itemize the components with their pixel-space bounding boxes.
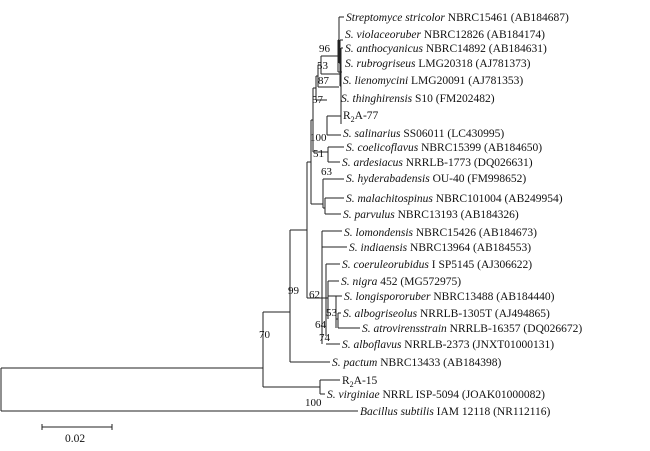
taxon-label-part: NRRLB-1305T (AJ494865) xyxy=(417,308,550,320)
bootstrap-value: 100 xyxy=(305,397,322,409)
taxon-label-part: A-77 xyxy=(355,110,379,122)
bootstrap-value: 53 xyxy=(326,307,338,319)
taxon-label-part: Streptomyce stricolor xyxy=(346,12,445,24)
taxon-label-part: S. hyderabadensis xyxy=(346,173,430,185)
bootstrap-value: 57 xyxy=(312,94,324,106)
taxon-label-part: S. longispororuber xyxy=(344,291,431,303)
bootstrap-value: 53 xyxy=(317,60,329,72)
taxon-label: R2A-77 xyxy=(343,110,379,124)
taxon-label-part: NRRLB-16357 (DQ026672) xyxy=(447,323,583,335)
bootstrap-value: 74 xyxy=(319,332,331,344)
taxon-label: S. atrovirensstrain NRRLB-16357 (DQ02667… xyxy=(362,323,582,335)
taxon-label-part: 2 xyxy=(351,115,355,124)
taxon-label-part: S. virginiae xyxy=(327,389,380,401)
taxon-label-part: NBRC15399 (AB184650) xyxy=(418,142,542,154)
taxon-label: S. parvulus NBRC13193 (AB184326) xyxy=(343,209,519,221)
taxon-label: Streptomyce stricolor NBRC15461 (AB18468… xyxy=(346,12,569,24)
taxon-label-part: SS06011 (LC430995) xyxy=(401,128,505,140)
taxon-label-part: S10 (FM202482) xyxy=(412,93,495,105)
bootstrap-value: 51 xyxy=(313,148,324,160)
scale-bar: 0.02 xyxy=(41,424,113,445)
taxon-label: Bacillus subtilis IAM 12118 (NR112116) xyxy=(360,406,551,418)
taxon-label-part: Bacillus subtilis xyxy=(360,406,434,418)
bootstrap-value: 64 xyxy=(315,319,327,331)
taxon-label-part: A-15 xyxy=(354,375,378,387)
taxon-label-part: S. parvulus xyxy=(343,209,395,221)
taxon-label: S. nigra 452 (MG572975) xyxy=(341,276,461,288)
taxon-label-part: S. albogriseolus xyxy=(343,308,418,320)
taxon-label-part: LMG20091 (AJ781353) xyxy=(408,75,523,87)
taxon-label-part: S. rubrogriseus xyxy=(345,58,416,70)
bootstrap-value: 99 xyxy=(288,285,300,297)
taxon-label-part: I SP5145 (AJ306622) xyxy=(429,259,532,271)
taxon-label-part: S. nigra xyxy=(341,276,378,288)
taxon-label-part: S. lomondensis xyxy=(344,227,414,239)
taxon-label-part: S. ardesiacus xyxy=(342,157,403,169)
taxon-label: S. hyderabadensis OU-40 (FM998652) xyxy=(346,173,526,185)
taxon-label: S. rubrogriseus LMG20318 (AJ781373) xyxy=(345,58,531,70)
taxon-label-part: NBRC13964 (AB184553) xyxy=(407,242,531,254)
taxon-labels: Streptomyce stricolor NBRC15461 (AB18468… xyxy=(327,12,582,418)
taxon-label-part: S. anthocyanicus xyxy=(345,43,423,55)
taxon-label: S. alboflavus NRRLB-2373 (JNXT01000131) xyxy=(342,339,554,351)
taxon-label: S. lienomycini LMG20091 (AJ781353) xyxy=(343,75,523,87)
bootstrap-value: 100 xyxy=(310,132,327,144)
taxon-label-part: IAM 12118 (NR112116) xyxy=(434,406,551,418)
taxon-label-part: S. indiaensis xyxy=(349,242,408,254)
taxon-label-part: NBRC15426 (AB184673) xyxy=(413,227,537,239)
taxon-label: S. albogriseolus NRRLB-1305T (AJ494865) xyxy=(343,308,550,320)
taxon-label: S. coelicoflavus NBRC15399 (AB184650) xyxy=(346,142,542,154)
taxon-label-part: S. pactum xyxy=(332,357,377,369)
bootstrap-value: 87 xyxy=(318,75,330,87)
taxon-label: S. salinarius SS06011 (LC430995) xyxy=(343,128,504,140)
taxon-label-part: NRRLB-1773 (DQ026631) xyxy=(403,157,533,169)
taxon-label: S. virginiae NRRL ISP-5094 (JOAK01000082… xyxy=(327,389,545,401)
taxon-label-part: NBRC101004 (AB249954) xyxy=(433,193,563,205)
taxon-label: S. thinghirensis S10 (FM202482) xyxy=(341,93,495,105)
taxon-label-part: S. alboflavus xyxy=(342,339,402,351)
bootstrap-value: 96 xyxy=(319,43,331,55)
taxon-label-part: NBRC14892 (AB184631) xyxy=(423,43,547,55)
bootstrap-value: 63 xyxy=(321,166,333,178)
taxon-label-part: S. coeruleorubidus xyxy=(342,259,429,271)
taxon-label-part: S. atrovirensstrain xyxy=(362,323,447,335)
taxon-label-part: NBRC13193 (AB184326) xyxy=(395,209,519,221)
taxon-label-part: S. malachitospinus xyxy=(346,193,433,205)
taxon-label-part: R xyxy=(342,375,350,387)
bootstrap-value: 70 xyxy=(259,329,271,341)
taxon-label: S. violaceoruber NBRC12826 (AB184174) xyxy=(345,29,545,41)
taxon-label: S. indiaensis NBRC13964 (AB184553) xyxy=(349,242,531,254)
taxon-label: R2A-15 xyxy=(342,375,378,389)
bootstrap-value: 62 xyxy=(309,289,320,301)
taxon-label-part: S. coelicoflavus xyxy=(346,142,419,154)
taxon-label-part: S. thinghirensis xyxy=(341,93,413,105)
taxon-label: S. lomondensis NBRC15426 (AB184673) xyxy=(344,227,537,239)
taxon-label-part: 452 (MG572975) xyxy=(377,276,461,288)
taxon-label: S. coeruleorubidus I SP5145 (AJ306622) xyxy=(342,259,532,271)
taxon-label-part: S. violaceoruber xyxy=(345,29,422,41)
taxon-label-part: R xyxy=(343,110,351,122)
taxon-label-part: NBRC12826 (AB184174) xyxy=(421,29,545,41)
taxon-label-part: 2 xyxy=(350,380,354,389)
tree-branches xyxy=(0,16,360,412)
taxon-label-part: OU-40 (FM998652) xyxy=(430,173,527,185)
taxon-label-part: S. lienomycini xyxy=(343,75,408,87)
taxon-label-part: S. salinarius xyxy=(343,128,401,140)
taxon-label-part: NRRLB-2373 (JNXT01000131) xyxy=(401,339,554,351)
taxon-label: S. pactum NBRC13433 (AB184398) xyxy=(332,357,501,369)
taxon-label: S. malachitospinus NBRC101004 (AB249954) xyxy=(346,193,563,205)
taxon-label-part: NBRC13433 (AB184398) xyxy=(377,357,501,369)
scale-bar-label: 0.02 xyxy=(65,433,85,445)
taxon-label-part: NBRC15461 (AB184687) xyxy=(445,12,569,24)
taxon-label: S. anthocyanicus NBRC14892 (AB184631) xyxy=(345,43,547,55)
taxon-label: S. ardesiacus NRRLB-1773 (DQ026631) xyxy=(342,157,533,169)
taxon-label-part: NRRL ISP-5094 (JOAK01000082) xyxy=(380,389,546,401)
taxon-label: S. longispororuber NBRC13488 (AB184440) xyxy=(344,291,555,303)
taxon-label-part: LMG20318 (AJ781373) xyxy=(416,58,531,70)
taxon-label-part: NBRC13488 (AB184440) xyxy=(430,291,554,303)
